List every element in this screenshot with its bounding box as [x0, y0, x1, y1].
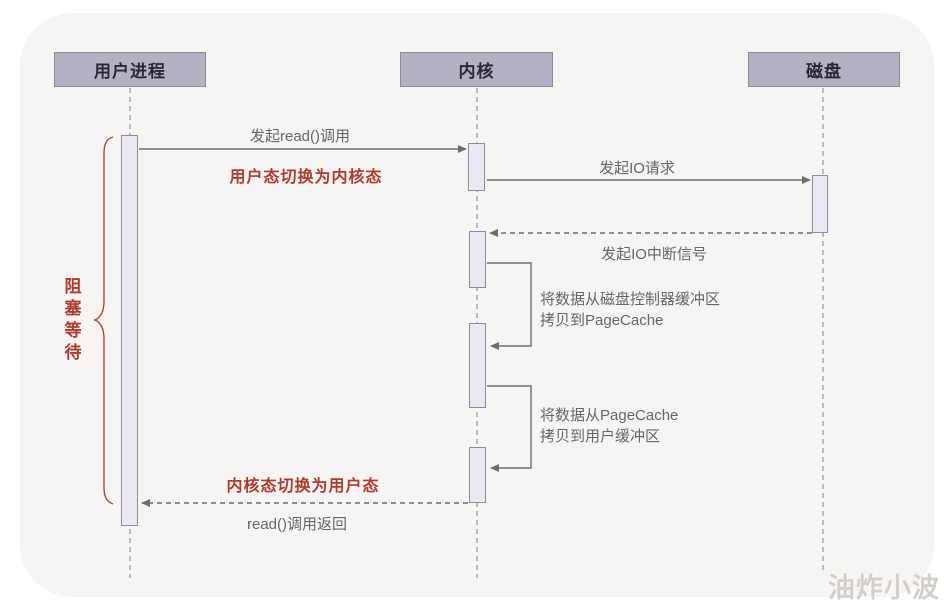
- label-copy-to-userbuf-line1: 将数据从PageCache: [540, 407, 679, 424]
- label-read-call: 发起read()调用: [249, 128, 351, 145]
- label-read-return: read()调用返回: [246, 516, 348, 533]
- watermark: 油炸小波: [828, 573, 940, 603]
- label-copy-to-pagecache-line2: 拷贝到PageCache: [540, 312, 664, 329]
- note-user-to-kernel: 用户态切换为内核态: [229, 169, 383, 186]
- activation-kernel-3: [469, 323, 486, 408]
- label-copy-to-userbuf: 将数据从PageCache 拷贝到用户缓冲区: [540, 405, 678, 447]
- activation-user-process: [121, 135, 138, 526]
- actor-user-process: 用户进程: [54, 52, 206, 87]
- actor-disk-label: 磁盘: [806, 62, 842, 81]
- label-io-request: 发起IO请求: [599, 160, 675, 177]
- label-copy-to-pagecache: 将数据从磁盘控制器缓冲区 拷贝到PageCache: [540, 289, 720, 331]
- label-copy-to-pagecache-line1: 将数据从磁盘控制器缓冲区: [540, 291, 721, 308]
- label-copy-to-userbuf-line2: 拷贝到用户缓冲区: [540, 428, 661, 445]
- actor-kernel: 内核: [400, 52, 553, 87]
- activation-kernel-4: [469, 447, 486, 503]
- note-kernel-to-user: 内核态切换为用户态: [226, 478, 380, 495]
- activation-disk: [812, 175, 828, 233]
- activation-kernel-2: [469, 231, 486, 288]
- actor-disk: 磁盘: [748, 52, 900, 87]
- label-io-interrupt: 发起IO中断信号: [601, 246, 707, 263]
- blocking-wait-note: 阻塞等待: [64, 277, 82, 362]
- activation-kernel-1: [468, 143, 485, 191]
- actor-kernel-label: 内核: [458, 62, 495, 81]
- actor-user-process-label: 用户进程: [94, 62, 166, 81]
- diagram-panel: [20, 13, 934, 597]
